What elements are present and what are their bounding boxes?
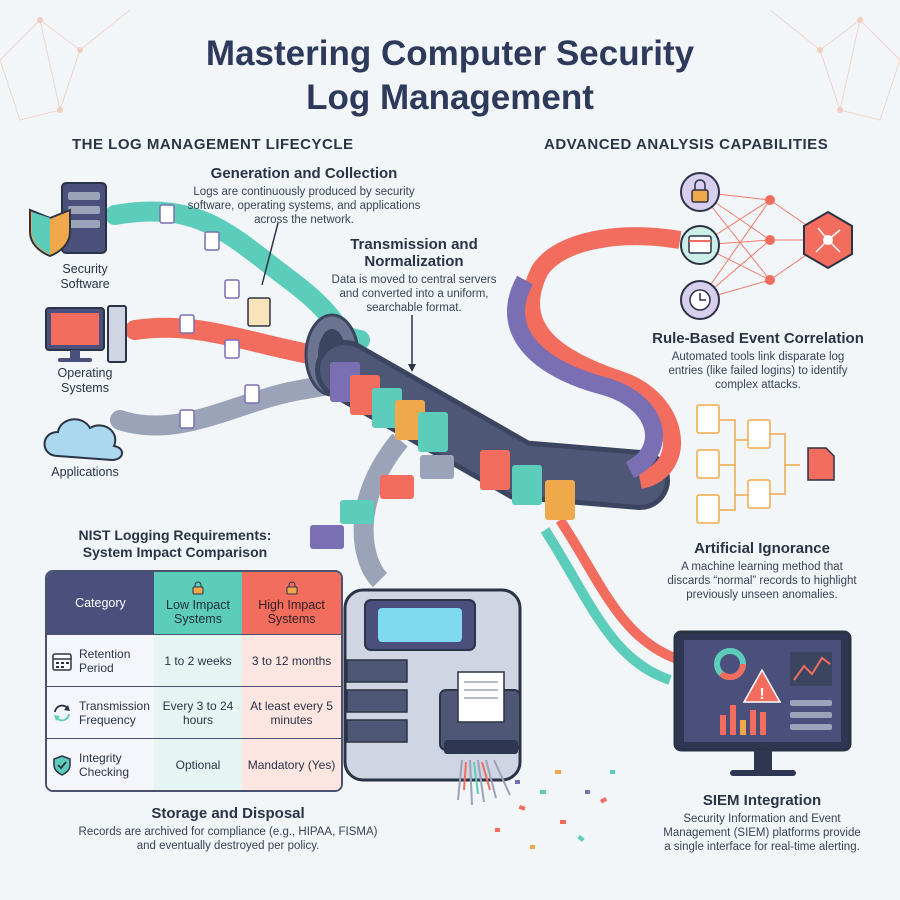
- header-low-label: Low Impact Systems: [166, 597, 230, 626]
- ignorance-title: Artificial Ignorance: [694, 540, 830, 557]
- analysis-heading: ADVANCED ANALYSIS CAPABILITIES: [544, 136, 829, 153]
- correlation-text: Automated tools link disparate log entri…: [668, 351, 848, 391]
- document-filter-icon: [696, 404, 835, 524]
- source-security-label: Security Software: [30, 262, 140, 292]
- calendar-icon: [52, 652, 72, 671]
- computer-icon: [45, 305, 127, 363]
- siem-monitor-icon: !: [673, 630, 852, 776]
- header-low-impact: Low Impact Systems: [153, 572, 243, 634]
- lifecycle-heading: THE LOG MANAGEMENT LIFECYCLE: [72, 136, 354, 153]
- table-row: Transmission Frequency Every 3 to 24 hou…: [47, 686, 341, 738]
- page-title: Mastering Computer Security Log Manageme…: [0, 32, 900, 120]
- corner-network-decoration: [0, 9, 900, 121]
- lock-icon: [286, 581, 298, 594]
- lock-node-icon: [680, 172, 720, 212]
- shield-check-icon: [53, 754, 71, 776]
- shredder-server-icon: [343, 588, 522, 782]
- transmission-title-line-1: Transmission and: [350, 236, 478, 253]
- clock-node-icon: [680, 280, 720, 320]
- row-high-value: At least every 5 minutes: [242, 686, 341, 738]
- row-low-value: 1 to 2 weeks: [153, 634, 243, 686]
- source-security-line-1: Security: [62, 262, 108, 276]
- row-category-label: Transmission Frequency: [79, 698, 150, 727]
- correlation-block: Rule-Based Event Correlation Automated t…: [640, 330, 876, 392]
- table-header-row: Category Low Impact Systems High Impact …: [47, 572, 341, 634]
- generation-title: Generation and Collection: [210, 165, 398, 182]
- source-apps-line-1: Applications: [51, 465, 119, 479]
- storage-pipe: [353, 433, 408, 588]
- analysis-ribbon: [522, 227, 682, 489]
- table-row: Retention Period 1 to 2 weeks 3 to 12 mo…: [47, 634, 341, 686]
- log-cards: [310, 362, 575, 549]
- source-os-label: Operating Systems: [30, 366, 140, 396]
- title-line-2: Log Management: [306, 78, 594, 117]
- source-apps-label: Applications: [30, 465, 140, 480]
- ignorance-block: Artificial Ignorance A machine learning …: [652, 540, 872, 602]
- siem-block: SIEM Integration Security Information an…: [646, 792, 878, 854]
- row-category-cell: Integrity Checking: [47, 738, 154, 790]
- row-low-value: Every 3 to 24 hours: [153, 686, 243, 738]
- storage-text: Records are archived for compliance (e.g…: [78, 826, 378, 852]
- threat-hexagon-icon: [803, 210, 853, 270]
- siem-text: Security Information and Event Managemen…: [663, 813, 861, 853]
- header-high-label: High Impact Systems: [258, 597, 325, 626]
- generation-text: Logs are continuously produced by securi…: [187, 186, 421, 226]
- transmission-title-line-2: Normalization: [364, 253, 464, 270]
- row-high-value: Mandatory (Yes): [242, 738, 341, 790]
- row-category-cell: Transmission Frequency: [47, 686, 154, 738]
- shredded-paper: [457, 759, 615, 849]
- header-category: Category: [47, 572, 154, 634]
- transmission-block: Transmission and Normalization Data is m…: [322, 236, 506, 315]
- row-high-value: 3 to 12 months: [242, 634, 341, 686]
- nist-comparison-table: Category Low Impact Systems High Impact …: [45, 570, 343, 792]
- siem-title: SIEM Integration: [702, 792, 822, 809]
- nist-title-line-2: System Impact Comparison: [82, 544, 268, 560]
- lock-icon: [192, 581, 204, 594]
- row-category-label: Retention Period: [79, 646, 131, 675]
- row-category-cell: Retention Period: [47, 634, 154, 686]
- nist-table-container: Category Low Impact Systems High Impact …: [45, 570, 343, 792]
- source-os-line-2: Systems: [61, 381, 109, 395]
- storage-block: Storage and Disposal Records are archive…: [78, 805, 378, 853]
- header-high-impact: High Impact Systems: [242, 572, 341, 634]
- table-row: Integrity Checking Optional Mandatory (Y…: [47, 738, 341, 790]
- nist-title-line-1: NIST Logging Requirements:: [78, 527, 272, 543]
- storage-title: Storage and Disposal: [151, 805, 305, 822]
- row-low-value: Optional: [153, 738, 243, 790]
- source-security-line-2: Software: [60, 277, 110, 291]
- svg-text:!: !: [759, 686, 764, 703]
- source-os-line-1: Operating: [57, 366, 113, 380]
- correlation-title: Rule-Based Event Correlation: [652, 330, 864, 347]
- row-category-label: Integrity Checking: [79, 750, 130, 779]
- generation-block: Generation and Collection Logs are conti…: [178, 165, 430, 227]
- nist-title: NIST Logging Requirements: System Impact…: [40, 527, 310, 561]
- ignorance-text: A machine learning method that discards …: [667, 561, 857, 601]
- server-shield-icon: [29, 182, 107, 258]
- browser-node-icon: [680, 225, 720, 265]
- title-line-1: Mastering Computer Security: [205, 34, 695, 73]
- siem-ribbon: [555, 517, 682, 665]
- cloud-icon: [43, 418, 123, 462]
- sync-icon: [54, 704, 70, 721]
- transmission-text: Data is moved to central servers and con…: [331, 274, 497, 314]
